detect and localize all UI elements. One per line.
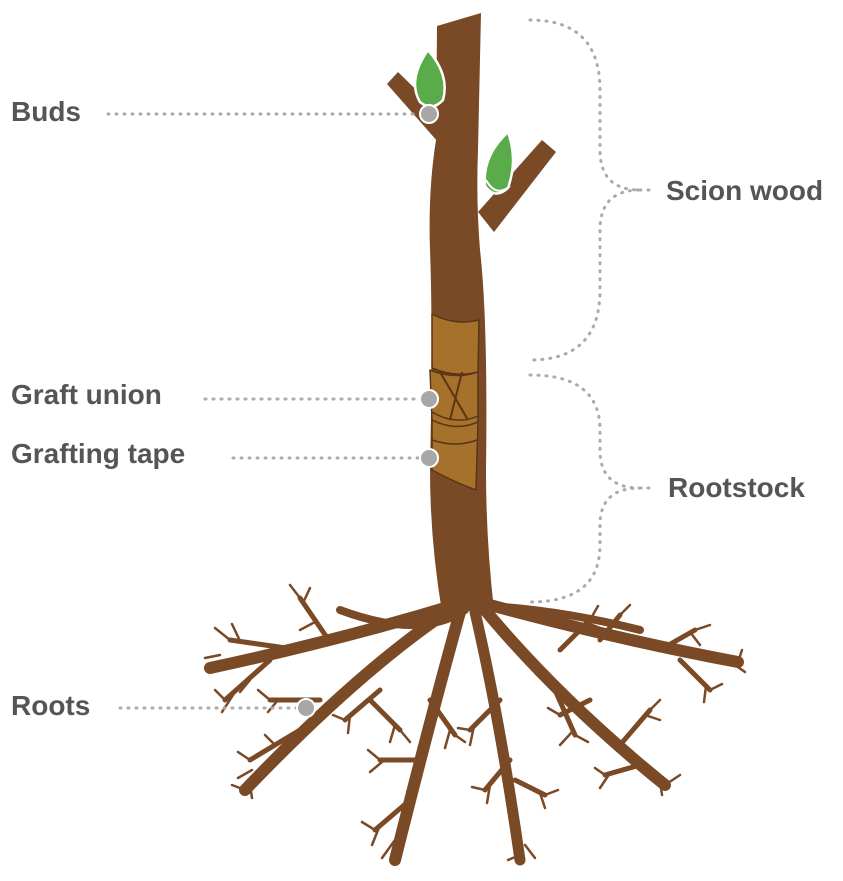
rootstock-bracket xyxy=(530,375,640,602)
grafting-tape-marker xyxy=(420,449,438,467)
roots-label: Roots xyxy=(11,690,90,721)
graft-union-label: Graft union xyxy=(11,379,162,410)
buds-label: Buds xyxy=(11,96,81,127)
rootstock-label: Rootstock xyxy=(668,472,805,503)
roots-illustration xyxy=(205,585,745,860)
trunk-illustration xyxy=(387,13,556,612)
roots-marker xyxy=(297,699,315,717)
grafting-tape-label: Grafting tape xyxy=(11,438,185,469)
graft-union-marker xyxy=(420,390,438,408)
scion-wood-label: Scion wood xyxy=(666,175,823,206)
buds-marker xyxy=(420,105,438,123)
scion-wood-bracket xyxy=(530,20,640,360)
